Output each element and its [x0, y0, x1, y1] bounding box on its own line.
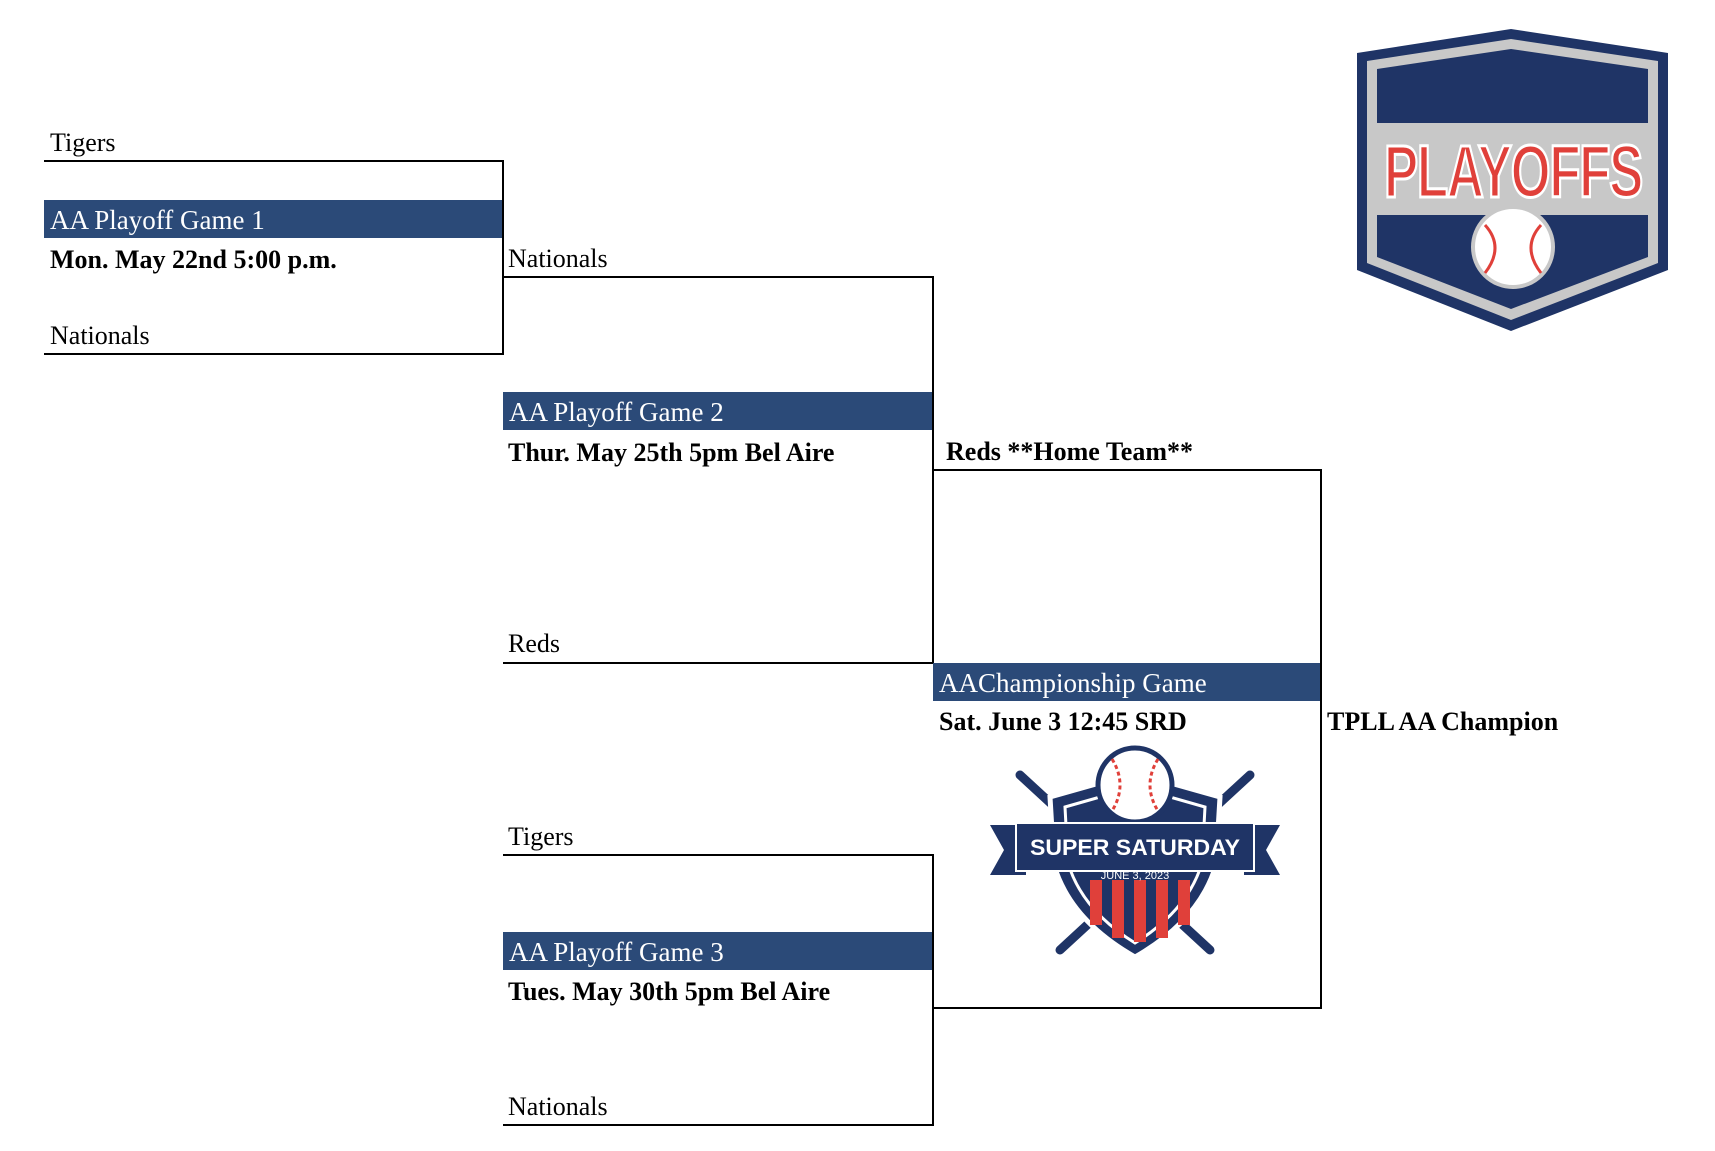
- game2-bottom-team: Reds: [508, 629, 560, 658]
- game2-label: AA Playoff Game 2: [503, 392, 933, 430]
- game1-time: Mon. May 22nd 5:00 p.m.: [50, 245, 337, 274]
- game3-top-team: Tigers: [508, 822, 574, 851]
- game1-top-line: [44, 160, 503, 162]
- championship-label: AAChampionship Game: [933, 663, 1321, 701]
- game3-bottom-team: Nationals: [508, 1092, 608, 1121]
- game2-bottom-line: [503, 662, 933, 664]
- playoffs-logo-text: PLAYOFFS: [1384, 130, 1642, 213]
- game1-connector: [502, 160, 504, 355]
- game3-time: Tues. May 30th 5pm Bel Aire: [508, 977, 831, 1006]
- game3-top-line: [503, 854, 933, 856]
- champion-label: TPLL AA Champion: [1327, 707, 1559, 736]
- game3-connector: [932, 854, 934, 1126]
- championship-top-team: Reds **Home Team**: [946, 437, 1193, 466]
- game1-label: AA Playoff Game 1: [44, 200, 503, 238]
- game1-bottom-team: Nationals: [50, 321, 150, 350]
- championship-top-line: [933, 469, 1321, 471]
- game3-bottom-line: [503, 1124, 933, 1126]
- game2-time: Thur. May 25th 5pm Bel Aire: [508, 438, 835, 467]
- game2-top-team: Nationals: [508, 244, 608, 273]
- game1-top-team: Tigers: [50, 128, 116, 157]
- super-saturday-date: JUNE 3, 2023: [1101, 870, 1169, 882]
- game3-label: AA Playoff Game 3: [503, 932, 933, 970]
- super-saturday-title: SUPER SATURDAY: [1030, 835, 1240, 860]
- game1-bottom-line: [44, 353, 503, 355]
- championship-time: Sat. June 3 12:45 SRD: [939, 707, 1187, 736]
- game2-top-line: [502, 276, 933, 278]
- championship-connector: [1320, 469, 1322, 1009]
- championship-bottom-line: [933, 1007, 1321, 1009]
- super-saturday-logo-icon: SUPER SATURDAY JUNE 3, 2023: [990, 745, 1280, 965]
- playoffs-shield-logo-icon: PLAYOFFS: [1345, 25, 1680, 335]
